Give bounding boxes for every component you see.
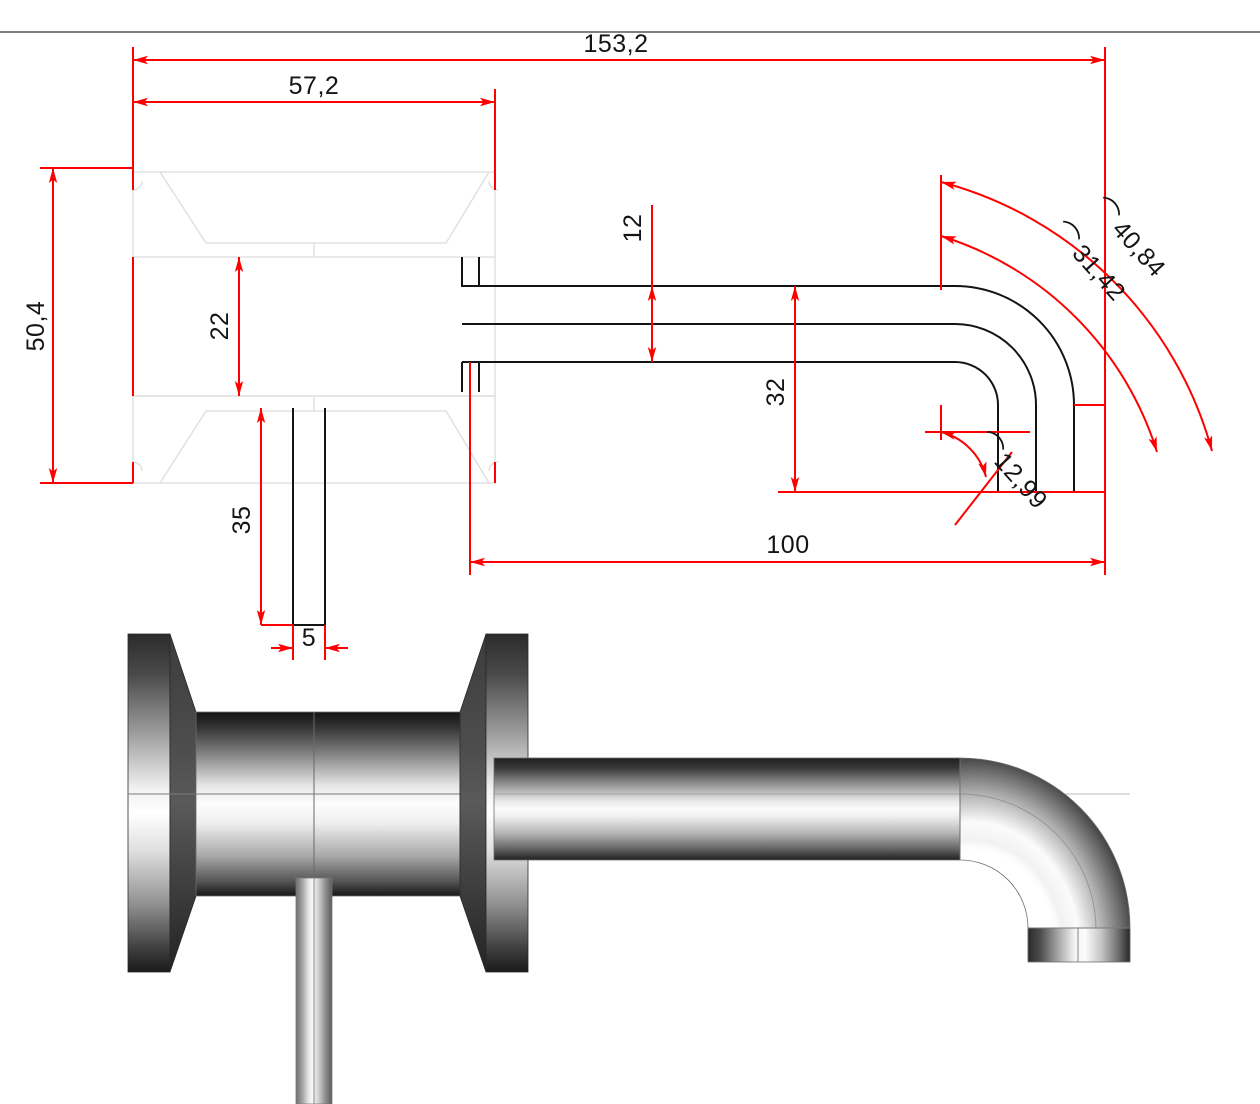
dim-tube-outer-diameter — [778, 286, 900, 493]
dim-overall-length — [132, 47, 1106, 492]
dim-label-flange-outer-height: 50,4 — [22, 301, 50, 352]
dim-label-body-height: 22 — [206, 312, 234, 341]
right-flange-taper — [459, 633, 487, 973]
dim-stem-width — [271, 625, 348, 660]
dim-reference-lines — [778, 404, 1105, 493]
spout-horizontal-tube — [493, 757, 961, 861]
dim-label-flange-width: 57,2 — [289, 72, 340, 100]
dim-arc-outer — [940, 175, 1213, 452]
dim-witness-ticks — [132, 172, 496, 483]
flange-ghost-outline — [132, 171, 499, 484]
dim-label-stem-width: 5 — [302, 624, 316, 652]
dim-flange-outer-height — [40, 167, 133, 484]
dim-arc-middle — [940, 235, 1158, 453]
body-cylinder — [195, 711, 461, 897]
dim-label-overall-length: 153,2 — [583, 30, 648, 58]
dimension-layer — [40, 47, 1213, 660]
left-flange-plate — [127, 633, 171, 973]
dim-flange-width — [132, 89, 496, 172]
dim-label-projection-length: 100 — [766, 531, 809, 559]
dim-projection-length — [469, 362, 1106, 575]
stem-section-outline — [292, 408, 326, 626]
shaded-3d-view — [127, 633, 1131, 1104]
spout-outlet-face — [1027, 927, 1131, 963]
spout-bend-shell — [959, 757, 1131, 961]
spout-bend-highlight-arc — [959, 793, 1097, 960]
dim-label-stem-length: 35 — [228, 506, 256, 535]
dim-label-tube-outer-diameter: 32 — [762, 378, 790, 407]
dimension-text-layer: 153,2 57,2 50,4 22 35 5 12 32 100 ⌒ 40,8… — [22, 30, 1171, 652]
dim-stem-length — [256, 408, 293, 626]
left-flange-taper — [169, 633, 197, 973]
dim-arc-inner — [940, 405, 1013, 526]
dim-label-wall-thickness: 12 — [619, 214, 647, 243]
